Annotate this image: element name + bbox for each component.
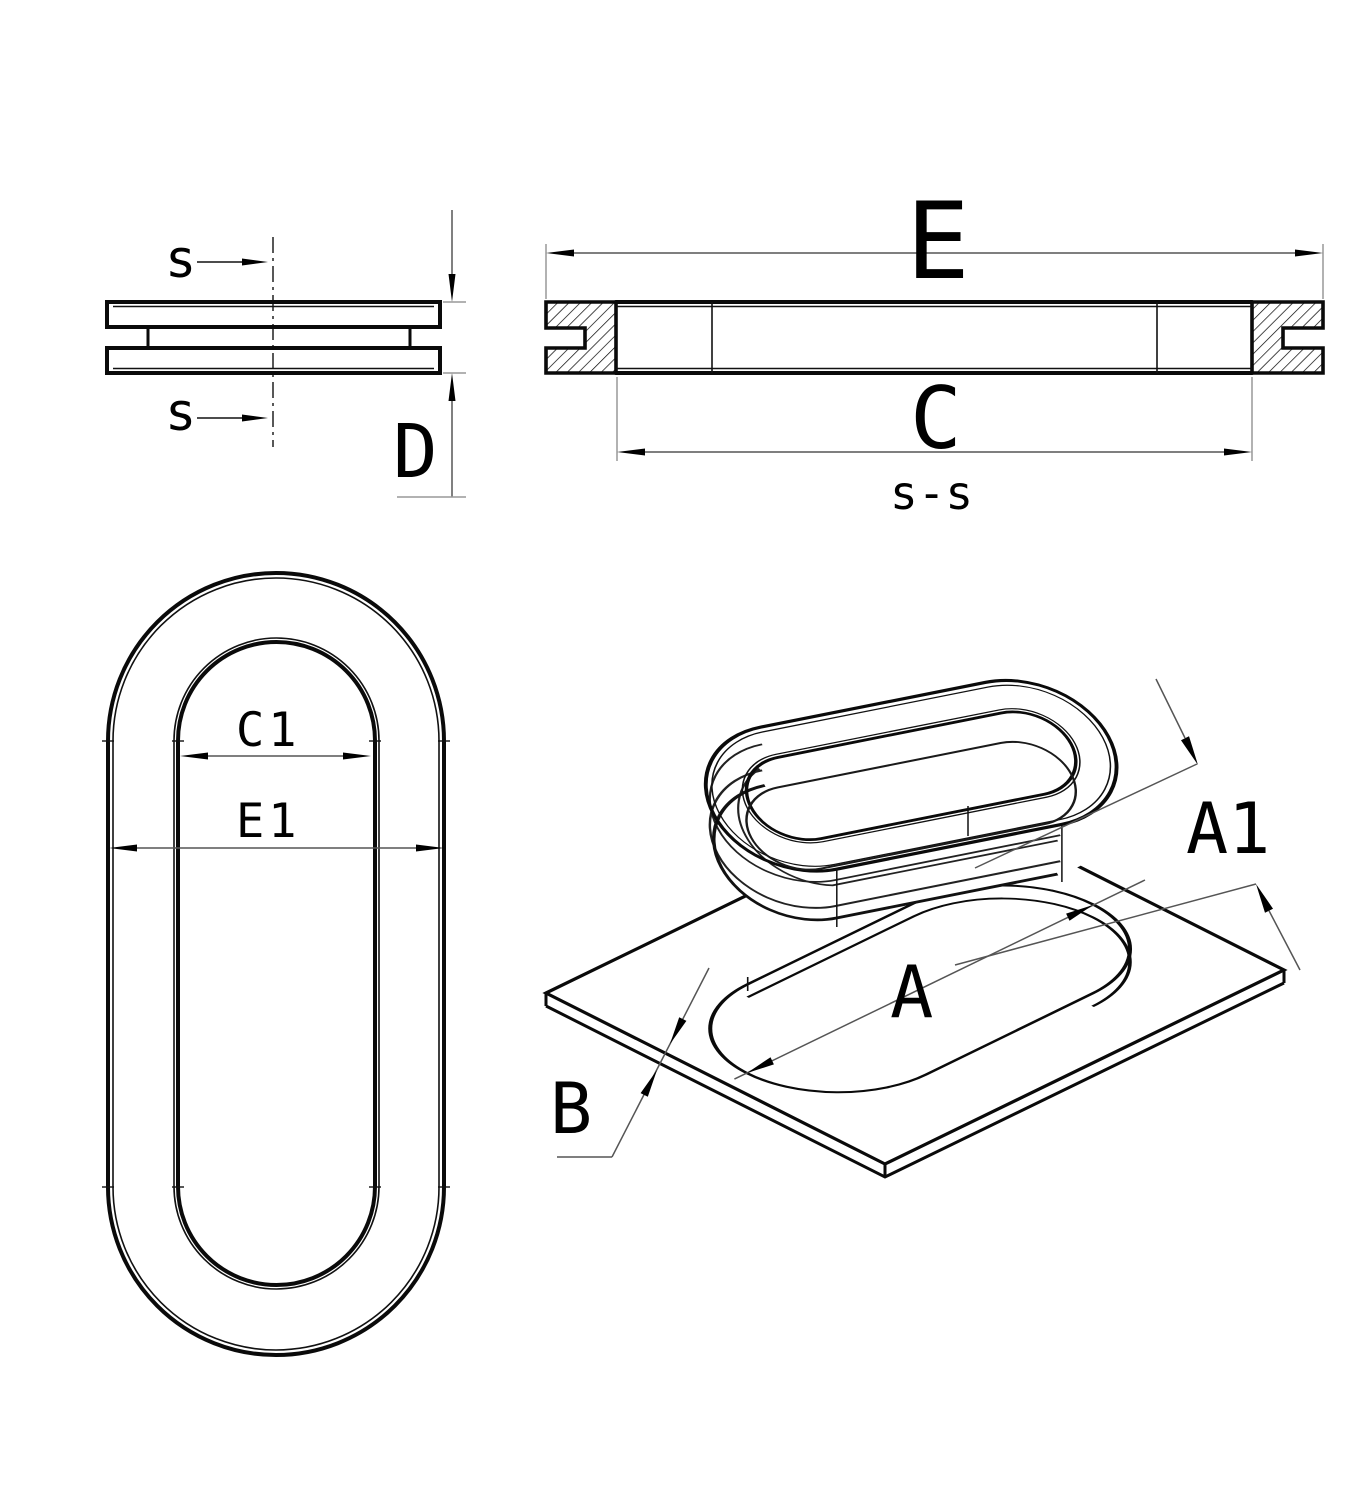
dim-arrow-downleft-icon bbox=[670, 1017, 687, 1044]
dim-arrow-up-icon bbox=[1256, 884, 1273, 913]
dim-arrow-down-icon bbox=[448, 274, 456, 302]
grommet-bore-bottom-edge bbox=[745, 740, 1077, 871]
dim-label-d: D bbox=[393, 409, 438, 495]
section-marker-top: s bbox=[165, 230, 268, 290]
dim-arrow-left-icon bbox=[546, 249, 574, 257]
dim-label-b: B bbox=[550, 1068, 592, 1150]
dim-label-e: E bbox=[906, 180, 970, 303]
section-middle-body bbox=[614, 300, 1254, 375]
grommet-outer-top-edge bbox=[703, 678, 1119, 873]
inner-oval bbox=[176, 640, 377, 1287]
iso-view: A A1 B bbox=[542, 678, 1301, 1179]
plate-slot bbox=[708, 884, 1133, 1094]
a1-dimension: A1 bbox=[954, 678, 1301, 971]
dim-arrow-right-icon bbox=[343, 752, 371, 760]
dim-label-a1: A1 bbox=[1186, 788, 1270, 870]
side-view: s s D bbox=[105, 210, 466, 498]
tangent-ticks bbox=[102, 740, 450, 1188]
dim-arrow-right-icon bbox=[1224, 448, 1252, 456]
outer-oval bbox=[106, 571, 446, 1357]
section-arrow-icon bbox=[242, 258, 268, 266]
grommet-tangent-ticks bbox=[836, 806, 1063, 927]
dim-arrow-upright-icon bbox=[640, 1070, 657, 1097]
grommet-side-bottom bbox=[712, 784, 1059, 922]
a-dimension: A bbox=[734, 879, 1146, 1080]
section-title: s-s bbox=[890, 466, 973, 520]
plan-view: C1 E1 bbox=[102, 571, 450, 1357]
grommet-side-layer-3 bbox=[708, 769, 1061, 909]
c1-dimension: C1 bbox=[180, 703, 371, 760]
section-view: E C s-s bbox=[544, 180, 1325, 520]
grommet-side-layer-1 bbox=[708, 743, 1061, 883]
plate-thickness-edges bbox=[544, 970, 1286, 1179]
e-dimension: E bbox=[545, 180, 1324, 303]
dim-arrow-down-icon bbox=[1181, 736, 1198, 765]
dim-arrow-right-icon bbox=[1295, 249, 1323, 257]
slot-top-edge bbox=[708, 884, 1133, 1094]
dim-arrow-right-icon bbox=[416, 844, 444, 852]
d-dimension: D bbox=[393, 210, 466, 498]
grommet-hole-top-edge bbox=[744, 710, 1078, 842]
left-hatch-block bbox=[544, 300, 618, 375]
dim-label-e1: E1 bbox=[236, 794, 301, 849]
dim-arrow-left-icon bbox=[617, 448, 645, 456]
right-hatch-block bbox=[1250, 300, 1325, 375]
dim-arrow-lowerleft-icon bbox=[747, 1057, 774, 1073]
slot-inner-wall bbox=[746, 897, 1132, 1008]
dim-label-a: A bbox=[890, 950, 933, 1034]
e1-dimension: E1 bbox=[109, 794, 444, 852]
section-arrow-icon bbox=[242, 414, 268, 422]
grommet-hole-chamfer bbox=[741, 708, 1081, 844]
outer-chamfer-line bbox=[112, 577, 440, 1351]
dim-label-c1: C1 bbox=[236, 703, 301, 758]
grommet-side-layer-2 bbox=[737, 767, 1059, 887]
section-marker-bottom: s bbox=[165, 383, 268, 443]
dim-arrow-left-icon bbox=[180, 752, 208, 760]
inner-chamfer-line bbox=[173, 637, 380, 1290]
dim-label-c: C bbox=[910, 369, 962, 469]
grommet-3d bbox=[703, 678, 1119, 927]
web bbox=[146, 325, 412, 350]
bottom-flange bbox=[105, 346, 442, 375]
c-dimension: C bbox=[616, 369, 1253, 469]
dim-arrow-up-icon bbox=[448, 373, 456, 401]
dim-arrow-left-icon bbox=[109, 844, 137, 852]
b-dimension: B bbox=[550, 967, 710, 1158]
dim-arrow-upperright-icon bbox=[1066, 905, 1093, 921]
section-marker-bottom-label: s bbox=[165, 383, 196, 443]
section-marker-top-label: s bbox=[165, 230, 196, 290]
